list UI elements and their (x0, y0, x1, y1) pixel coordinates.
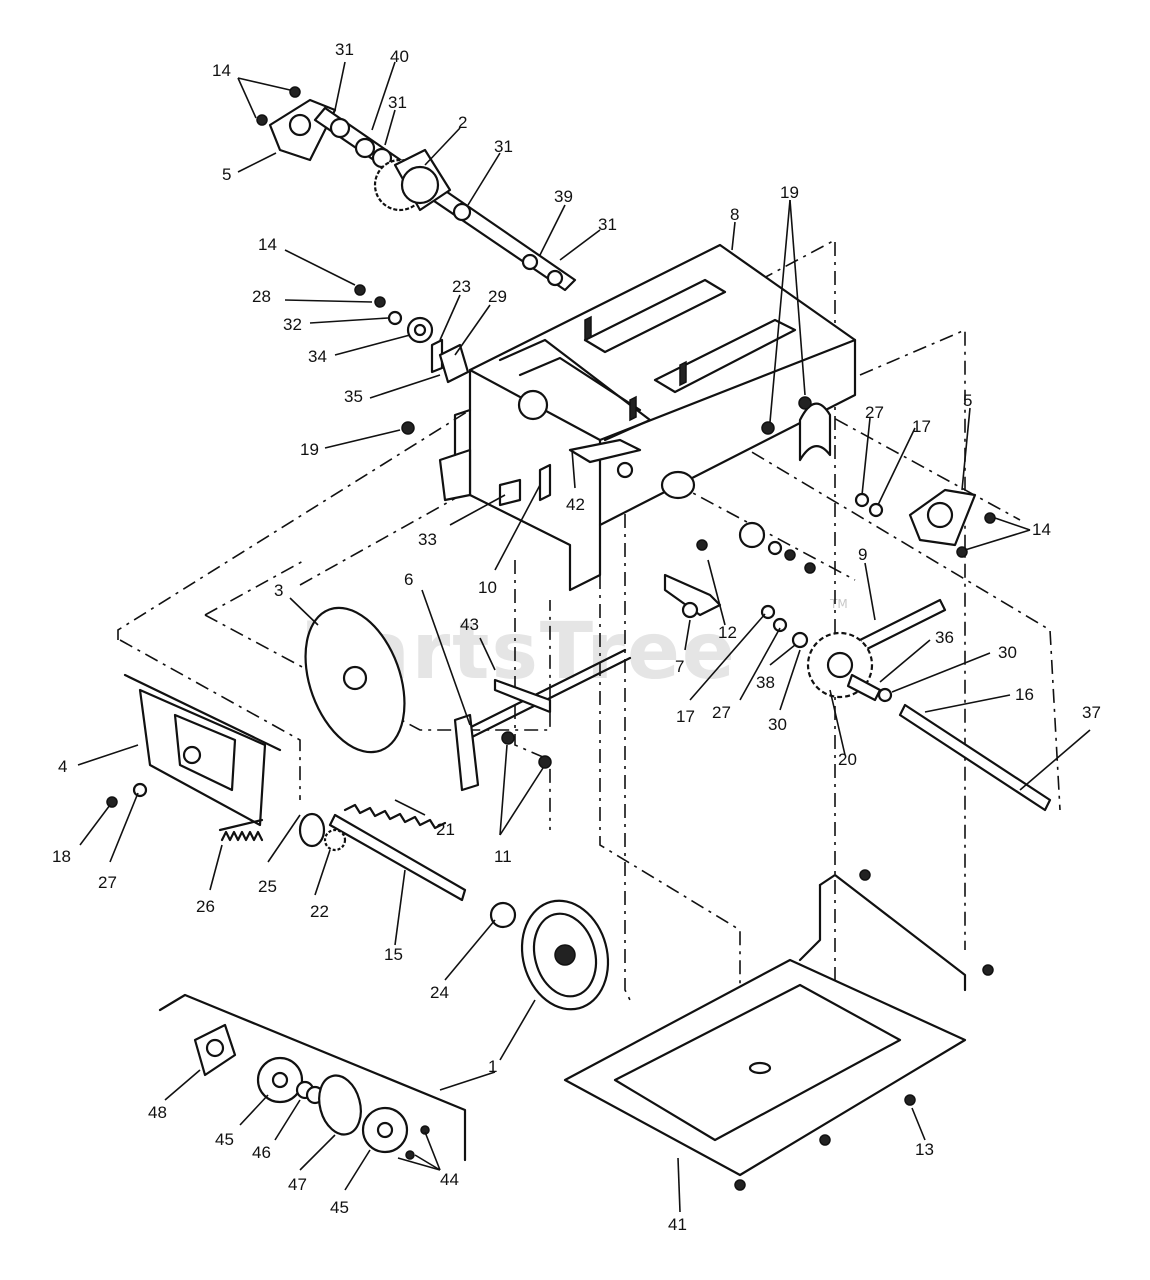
callout-23: 23 (452, 277, 471, 296)
callout-17: 17 (676, 707, 695, 726)
callout-31: 31 (335, 40, 354, 59)
callout-46: 46 (252, 1143, 271, 1162)
callout-4: 4 (58, 757, 67, 776)
friction-disc (304, 606, 406, 754)
callout-44: 44 (440, 1170, 459, 1189)
callout-47: 47 (288, 1175, 307, 1194)
callout-27: 27 (712, 703, 731, 722)
callout-39: 39 (554, 187, 573, 206)
left-upper-small-parts (354, 284, 552, 507)
callout-25: 25 (258, 877, 277, 896)
callout-35: 35 (344, 387, 363, 406)
upper-sprocket-shaft-assembly (256, 86, 577, 292)
callout-19: 19 (780, 183, 799, 202)
pulley (520, 899, 610, 1011)
lower-left-shaft (298, 803, 517, 929)
callout-27: 27 (98, 873, 117, 892)
watermark-trademark: TM (829, 597, 848, 611)
callout-19: 19 (300, 440, 319, 459)
callout-24: 24 (430, 983, 449, 1002)
callout-12: 12 (718, 623, 737, 642)
callout-22: 22 (310, 902, 329, 921)
callout-9: 9 (858, 545, 867, 564)
callout-34: 34 (308, 347, 327, 366)
callout-15: 15 (384, 945, 403, 964)
callout-11: 11 (494, 847, 512, 866)
callout-48: 48 (148, 1103, 167, 1122)
callout-8: 8 (730, 205, 739, 224)
middle-parts (660, 470, 816, 619)
callout-37: 37 (1082, 703, 1101, 722)
callout-21: 21 (436, 820, 455, 839)
callout-1: 1 (488, 1057, 497, 1076)
callout-45: 45 (330, 1198, 349, 1217)
callout-31: 31 (388, 93, 407, 112)
callout-32: 32 (283, 315, 302, 334)
callout-14: 14 (1032, 520, 1051, 539)
callout-45: 45 (215, 1130, 234, 1149)
callout-41: 41 (668, 1215, 687, 1234)
lower-right-shaft-sprocket (760, 598, 1052, 812)
callout-6: 6 (404, 570, 413, 589)
callout-14: 14 (258, 235, 277, 254)
callout-5: 5 (222, 165, 231, 184)
center-shaft (453, 648, 632, 792)
leader-lines (77, 61, 1091, 1213)
callout-40: 40 (390, 47, 409, 66)
callout-17: 17 (912, 417, 931, 436)
callout-13: 13 (915, 1140, 934, 1159)
callout-31: 31 (494, 137, 513, 156)
callout-26: 26 (196, 897, 215, 916)
callout-38: 38 (756, 673, 775, 692)
callout-27: 27 (865, 403, 884, 422)
callout-5: 5 (963, 391, 972, 410)
callout-18: 18 (52, 847, 71, 866)
callout-33: 33 (418, 530, 437, 549)
right-bearing-parts (761, 396, 996, 558)
callout-2: 2 (458, 113, 467, 132)
callout-43: 43 (460, 615, 479, 634)
callout-16: 16 (1015, 685, 1034, 704)
callout-42: 42 (566, 495, 585, 514)
callout-30: 30 (768, 715, 787, 734)
callout-10: 10 (478, 578, 497, 597)
bottom-cover-plate (563, 869, 994, 1191)
callout-labels: 14 31 40 31 2 5 31 39 31 8 19 14 28 23 2… (52, 40, 1101, 1234)
callout-20: 20 (838, 750, 857, 769)
left-plate (106, 673, 282, 842)
callout-30: 30 (998, 643, 1017, 662)
callout-3: 3 (274, 581, 283, 600)
callout-7: 7 (675, 657, 684, 676)
main-frame-housing (438, 243, 857, 592)
callout-31: 31 (598, 215, 617, 234)
callout-29: 29 (488, 287, 507, 306)
hub-bearing-group (158, 993, 467, 1162)
callout-28: 28 (252, 287, 271, 306)
callout-14: 14 (212, 61, 231, 80)
callout-36: 36 (935, 628, 954, 647)
